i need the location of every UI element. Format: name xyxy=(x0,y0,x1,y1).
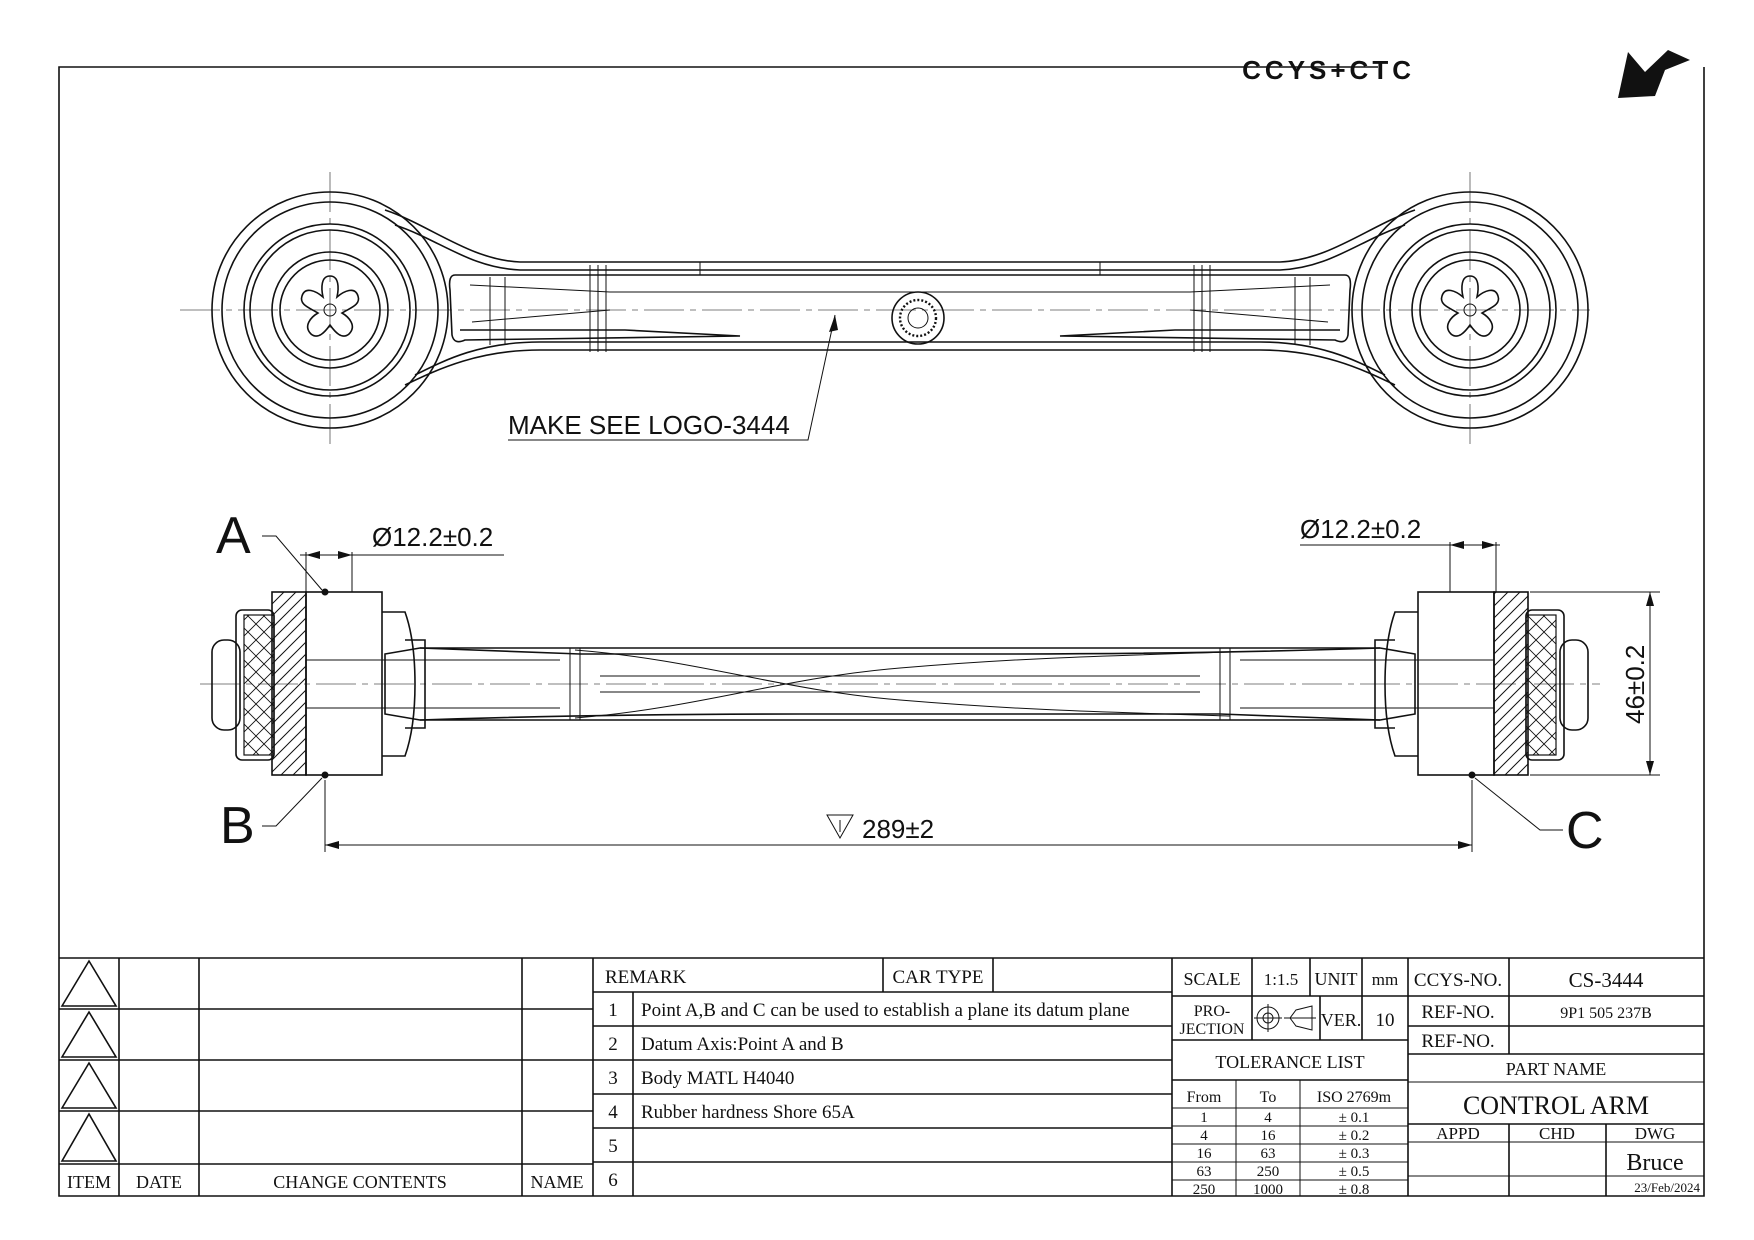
tolerance-cell: 63 xyxy=(1197,1164,1212,1180)
logo-text: CCYS+CTC xyxy=(1242,55,1415,85)
remark-row-text: Rubber hardness Shore 65A xyxy=(641,1102,855,1123)
tolerance-cell: 16 xyxy=(1261,1128,1277,1144)
drawn-by-name: Bruce xyxy=(1626,1150,1683,1176)
id-table: CCYS-NO. CS-3444 REF-NO. 9P1 505 237B RE… xyxy=(1408,958,1704,1196)
approved-label: APPD xyxy=(1436,1124,1479,1143)
spec-table: SCALE 1:1.5 UNIT mm PRO- JECTION VER. 10… xyxy=(1172,958,1409,1198)
version-label: VER. xyxy=(1321,1010,1362,1030)
revision-header-change-contents: CHANGE CONTENTS xyxy=(273,1172,447,1192)
scale-value: 1:1.5 xyxy=(1264,970,1298,989)
projection-label: PRO- xyxy=(1194,1003,1230,1020)
drawing-border xyxy=(58,66,1705,1197)
checked-label: CHD xyxy=(1539,1124,1575,1143)
tolerance-cell: ± 0.1 xyxy=(1339,1110,1370,1126)
remark-table: REMARK CAR TYPE 1 Point A,B and C can be… xyxy=(593,958,1173,1196)
tolerance-list-title: TOLERANCE LIST xyxy=(1215,1052,1364,1072)
tolerance-cell: 4 xyxy=(1264,1110,1272,1126)
drawn-date: 23/Feb/2024 xyxy=(1634,1180,1700,1195)
version-value: 10 xyxy=(1376,1010,1395,1031)
title-block: ITEM DATE CHANGE CONTENTS NAME REMARK CA… xyxy=(59,957,1704,1198)
remark-row-text: Point A,B and C can be used to establish… xyxy=(641,1000,1130,1021)
revision-triangle-icon xyxy=(60,1061,118,1109)
scale-label: SCALE xyxy=(1183,969,1240,989)
tolerance-cell: 4 xyxy=(1200,1128,1208,1144)
ref-no-value: 9P1 505 237B xyxy=(1560,1005,1652,1022)
tolerance-cell: ± 0.2 xyxy=(1339,1128,1370,1144)
revision-header-date: DATE xyxy=(136,1172,182,1192)
projection-symbol-icon xyxy=(1254,1004,1316,1032)
ref-no-label: REF-NO. xyxy=(1421,1031,1494,1052)
overall-length-dim: 289±2 xyxy=(862,814,934,844)
part-name-value: CONTROL ARM xyxy=(1463,1091,1649,1120)
remark-label: REMARK xyxy=(605,967,687,988)
remark-row-text: Body MATL H4040 xyxy=(641,1068,794,1089)
tolerance-cell: ± 0.5 xyxy=(1339,1164,1370,1180)
tolerance-header-to: To xyxy=(1260,1089,1277,1106)
logo-callout-label: MAKE SEE LOGO-3444 xyxy=(508,410,790,440)
side-view: A B C Ø12.2±0.2 Ø12.2±0.2 46±0.2 289±2 xyxy=(200,507,1660,860)
datum-symbol-icon xyxy=(826,814,854,840)
revision-triangle-icon xyxy=(60,1010,118,1058)
tolerance-header-iso: ISO 2769m xyxy=(1317,1089,1392,1106)
remark-row-text: Datum Axis:Point A and B xyxy=(641,1034,844,1055)
unit-value: mm xyxy=(1372,970,1398,989)
right-bore-diameter-dim: Ø12.2±0.2 xyxy=(1300,514,1421,544)
logo-mark-icon xyxy=(1618,50,1690,98)
part-name-label: PART NAME xyxy=(1506,1059,1606,1079)
logo-stamp-icon xyxy=(891,291,945,345)
datum-point-c: C xyxy=(1566,802,1604,860)
remark-row-num: 2 xyxy=(608,1034,618,1055)
revision-triangle-icon xyxy=(60,1112,118,1162)
tolerance-cell: 16 xyxy=(1197,1146,1213,1162)
ccys-no-value: CS-3444 xyxy=(1569,968,1644,992)
remark-row-num: 4 xyxy=(608,1102,618,1123)
remark-row-num: 5 xyxy=(608,1136,618,1157)
tolerance-cell: 63 xyxy=(1261,1146,1276,1162)
revision-header-item: ITEM xyxy=(67,1172,111,1192)
unit-label: UNIT xyxy=(1315,969,1358,989)
left-bore-diameter-dim: Ø12.2±0.2 xyxy=(372,522,493,552)
ref-no-label: REF-NO. xyxy=(1421,1002,1494,1023)
revision-triangle-icon xyxy=(60,959,118,1007)
remark-row-num: 6 xyxy=(608,1170,618,1191)
datum-point-a: A xyxy=(216,507,251,565)
revision-header-name: NAME xyxy=(531,1172,584,1192)
projection-label: JECTION xyxy=(1180,1021,1245,1038)
company-logo: CCYS+CTC xyxy=(1242,50,1690,98)
tolerance-cell: 250 xyxy=(1257,1164,1280,1180)
car-type-label: CAR TYPE xyxy=(893,967,984,988)
tolerance-header-from: From xyxy=(1187,1089,1222,1106)
tolerance-cell: 250 xyxy=(1193,1182,1216,1198)
tolerance-cell: ± 0.8 xyxy=(1339,1182,1370,1198)
remark-row-num: 1 xyxy=(608,1000,618,1021)
ccys-no-label: CCYS-NO. xyxy=(1414,970,1502,991)
tolerance-cell: 1 xyxy=(1200,1110,1208,1126)
revision-table: ITEM DATE CHANGE CONTENTS NAME xyxy=(59,958,594,1196)
tolerance-cell: 1000 xyxy=(1253,1182,1283,1198)
height-dim: 46±0.2 xyxy=(1620,645,1650,724)
tolerance-cell: ± 0.3 xyxy=(1339,1146,1370,1162)
top-view: MAKE SEE LOGO-3444 xyxy=(180,172,1590,450)
drawn-label: DWG xyxy=(1635,1124,1676,1143)
remark-row-num: 3 xyxy=(608,1068,618,1089)
datum-point-b: B xyxy=(220,797,255,855)
